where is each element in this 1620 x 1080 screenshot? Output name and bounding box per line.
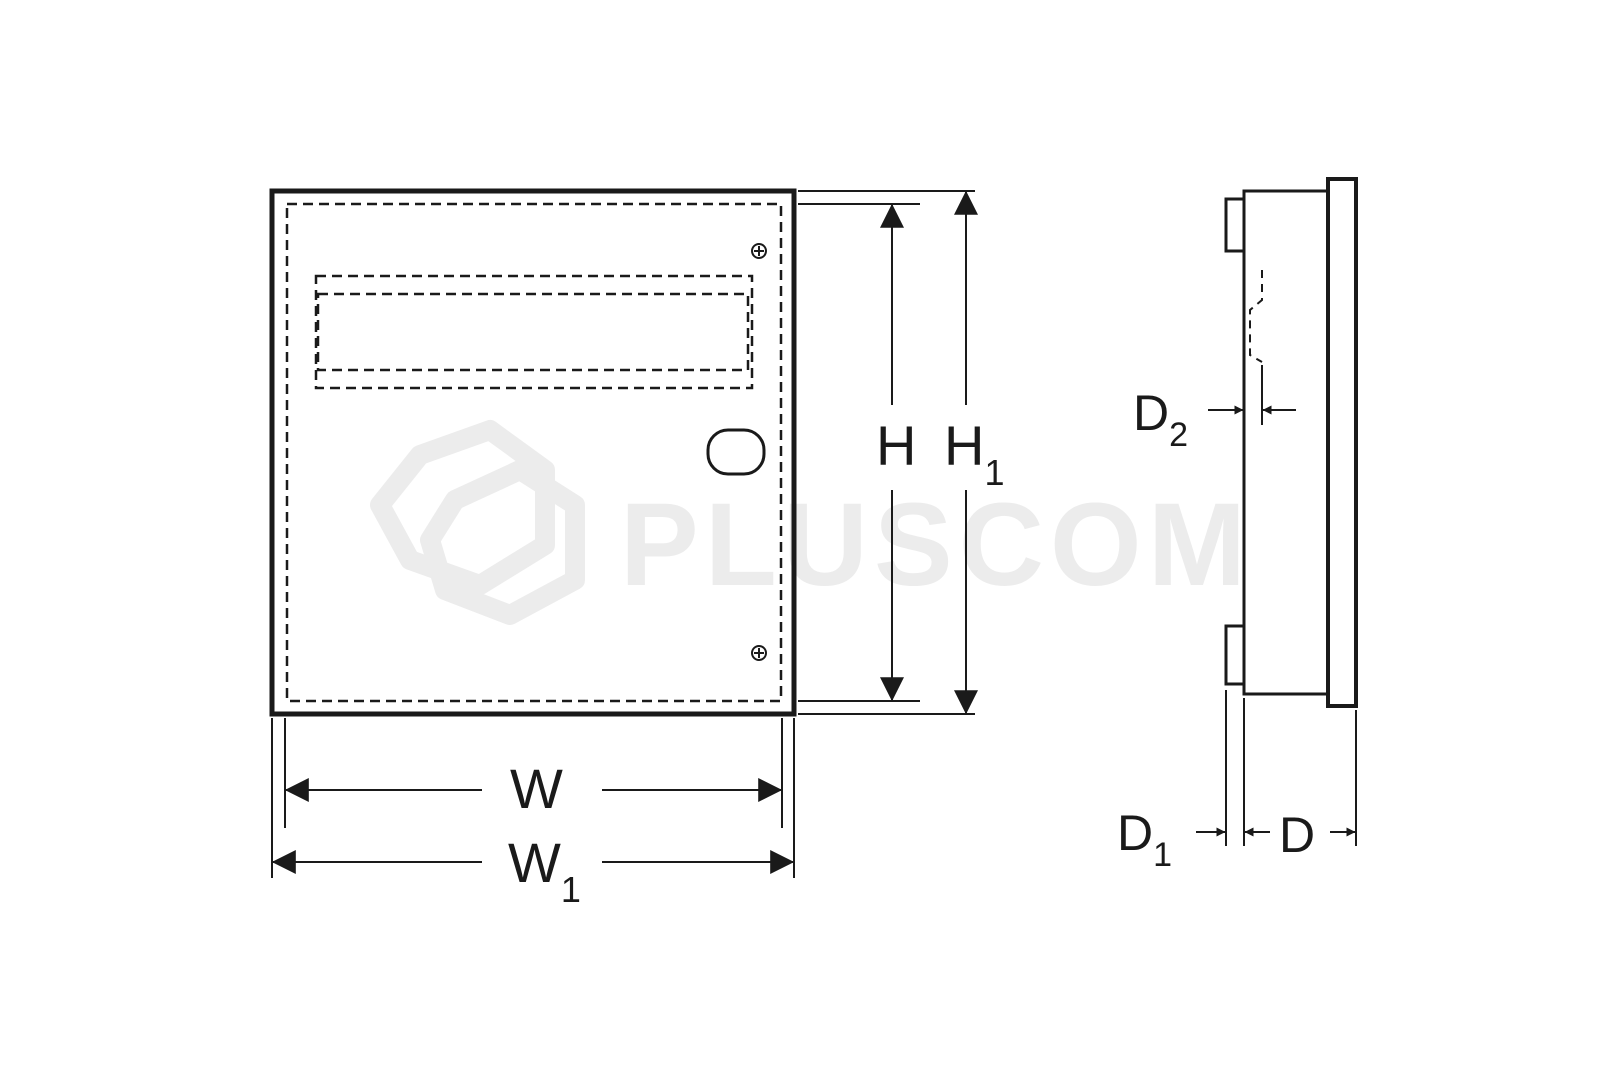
dimension-label-d1: D1 (1117, 805, 1172, 874)
door-lock-icon (706, 428, 766, 476)
dimension-label-d-main: D (1279, 807, 1315, 863)
side-hidden-edge (1249, 270, 1263, 363)
dimension-label-w1-sub: 1 (561, 869, 581, 910)
front-outer-frame (269, 188, 797, 717)
dimension-label-h1: H1 (944, 414, 1004, 493)
side-mounting-flange-top (1224, 197, 1246, 253)
watermark-text: PLUSCOM (620, 479, 1252, 611)
dimension-label-h: H (876, 414, 916, 477)
dimension-label-d2-sub: 2 (1169, 416, 1188, 454)
dimension-label-d2: D2 (1133, 385, 1188, 454)
dimension-label-w1-main: W (508, 831, 561, 894)
side-view (1224, 177, 1358, 708)
side-mounting-flange-bottom (1224, 624, 1246, 686)
dimension-label-h1-sub: 1 (984, 452, 1004, 493)
front-view (269, 188, 797, 717)
dimension-label-w-main: W (510, 757, 563, 820)
dimension-label-d1-sub: 1 (1153, 836, 1172, 874)
depth-dimensions (1196, 405, 1357, 846)
dimension-label-d1-main: D (1117, 805, 1153, 861)
front-door-dashed-outline (285, 202, 783, 703)
dimension-label-h-main: H (876, 414, 916, 477)
screw-top-icon (751, 243, 767, 259)
width-dimensions (271, 718, 795, 878)
pluscom-watermark: PLUSCOM (370, 420, 1252, 625)
dimension-label-h1-main: H (944, 414, 984, 477)
dimension-label-w1: W1 (508, 831, 581, 910)
dimension-label-d2-main: D (1133, 385, 1169, 441)
side-body (1242, 189, 1330, 696)
screw-bottom-icon (751, 645, 767, 661)
pluscom-logo-icon (370, 420, 585, 625)
height-dimensions (798, 190, 978, 715)
side-front-frame (1326, 177, 1358, 708)
dimension-label-w: W (510, 757, 563, 820)
dimension-label-d: D (1279, 807, 1315, 863)
din-rail-window-outer (314, 274, 754, 390)
din-rail-window-inner (316, 292, 750, 372)
